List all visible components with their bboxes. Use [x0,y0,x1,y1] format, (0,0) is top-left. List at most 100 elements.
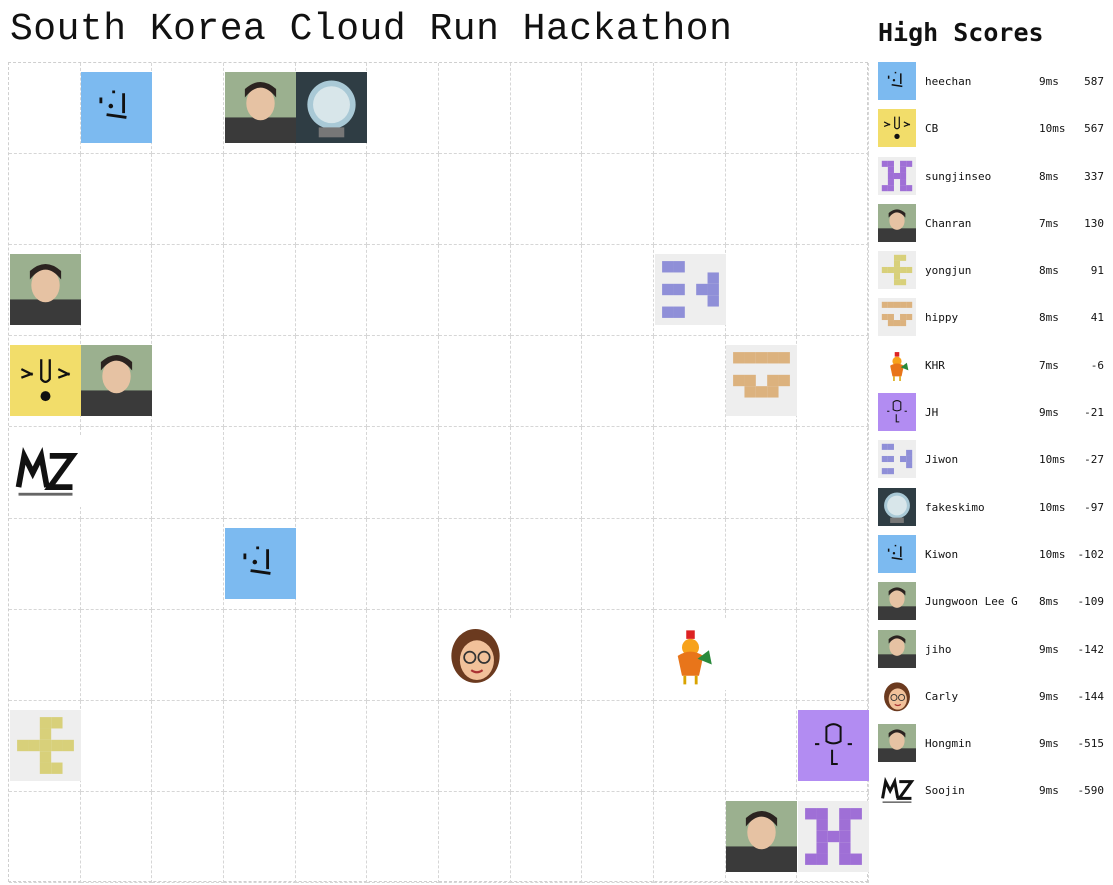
arena-player [81,345,153,417]
arena-player [81,72,153,143]
arena-player [224,72,296,143]
player-latency: 9ms [1039,75,1059,88]
player-latency: 7ms [1039,216,1059,230]
arena-player [9,436,81,508]
grid-cell [510,791,583,883]
person-photo-icon [224,72,296,143]
grid-cell [367,245,439,337]
player-latency: 9ms [1039,406,1059,420]
mz-logo-icon [9,436,81,508]
player-score: 130 [1084,216,1104,230]
player-name: hippy [925,311,959,325]
grid-cell [439,63,511,155]
grid-cell [80,791,153,883]
player-name: jiho [925,642,952,656]
person-photo-icon [9,254,81,326]
grid-cell [510,154,583,246]
olive-pixel-icon [878,251,916,290]
arena-player [797,800,869,872]
grid-cell [224,609,296,701]
grid-cell [439,245,511,337]
grid-cell [9,791,81,883]
grid-cell [439,518,511,610]
rooster-icon [878,345,916,384]
grid-cell [439,700,511,792]
grid-cell [725,154,798,246]
grid-cell [582,245,654,337]
player-score: -102 [1077,547,1105,561]
grid-cell [152,700,224,792]
grid-cell [295,609,368,701]
player-name: fakeskimo [925,500,985,514]
player-name: sungjinseo [925,169,992,183]
grid-cell [654,427,726,519]
grid-cell [152,245,224,337]
arena-player [9,345,81,417]
player-name: CB [925,122,939,136]
grid-cell [80,427,153,519]
grid-cell [367,609,439,701]
grid-cell [295,336,368,428]
grid-cell [295,245,368,337]
arena-player [654,254,726,326]
grid-cell [152,791,224,883]
memoji-icon [878,676,916,715]
grid-cell [152,154,224,246]
person-photo-icon [878,203,916,242]
periwinkle-pixel-icon [878,440,916,479]
grid-cell [295,700,368,792]
blue-face-icon [878,534,916,573]
grid-cell [725,609,798,701]
grid-cell [797,336,869,428]
mz-logo-icon [878,771,916,810]
grid-cell [582,336,654,428]
player-score: -21 [1084,406,1104,420]
memoji-icon [439,618,511,690]
grid-cell [295,427,368,519]
periwinkle-pixel-icon [654,254,726,326]
grid-cell [654,791,726,883]
blue-face-icon [878,62,916,100]
player-score: -97 [1084,500,1104,514]
grid-cell [582,609,654,701]
grid-cell [367,63,439,155]
grid-cell [797,427,869,519]
grid-cell [510,336,583,428]
grid-cell [367,700,439,792]
player-latency: 8ms [1039,595,1059,609]
grid-cell [582,700,654,792]
olive-pixel-icon [9,709,81,781]
purple-pixel-icon [797,800,869,872]
grid-cell [224,791,296,883]
grid-cell [224,336,296,428]
person-photo-icon [878,629,916,668]
grid-cell [797,63,869,155]
grid-cell [797,245,869,337]
grid-cell [725,518,798,610]
grid-cell [9,63,81,155]
grid-cell [797,154,869,246]
grid-cell [654,336,726,428]
grid-cell [80,609,153,701]
grid-cell [725,245,798,337]
game-arena [8,62,869,883]
player-score: -144 [1077,689,1105,703]
grid-cell [654,518,726,610]
player-latency: 8ms [1039,264,1059,278]
grid-cell [510,63,583,155]
grid-cell [582,518,654,610]
grid-cell [439,154,511,246]
player-name: yongjun [925,264,972,278]
player-name: Jiwon [925,453,959,467]
grid-cell [295,518,368,610]
player-latency: 8ms [1039,169,1059,183]
grid-cell [367,427,439,519]
